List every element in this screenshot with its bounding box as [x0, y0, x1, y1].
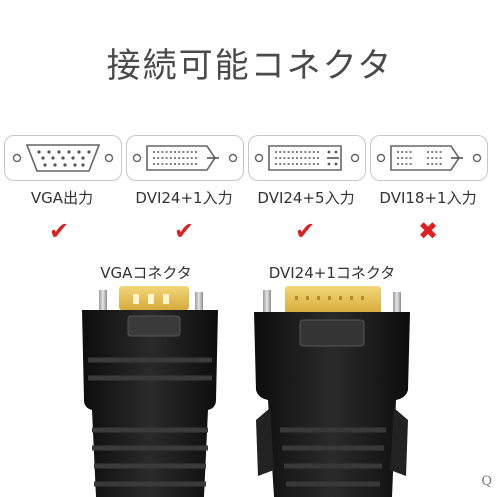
port-label-dvi-24-5: DVI24+5入力	[257, 189, 355, 207]
dvi-connector-plug	[254, 286, 410, 497]
dvi-24-5-port-icon	[248, 135, 366, 181]
dvi-connector-label: DVI24+1コネクタ	[268, 264, 396, 282]
port-label-dvi-18-1: DVI18+1入力	[379, 189, 477, 207]
port-compatibility-row: VGA出力 ✔ DVI24+1入力 ✔	[0, 135, 500, 245]
vga-port-icon	[4, 135, 122, 181]
watermark: Q	[481, 474, 492, 489]
cross-icon: ✖	[417, 217, 439, 245]
check-icon: ✔	[48, 217, 70, 245]
port-label-dvi-24-1: DVI24+1入力	[135, 189, 233, 207]
check-icon: ✔	[173, 217, 195, 245]
connector-photo	[82, 286, 410, 497]
vga-connector-label: VGAコネクタ	[100, 264, 192, 282]
port-label-vga: VGA出力	[30, 189, 94, 207]
dvi-18-1-port-icon	[370, 135, 488, 181]
page-title: 接続可能コネクタ	[106, 46, 394, 86]
vga-connector-plug	[82, 286, 218, 497]
check-icon: ✔	[294, 217, 316, 245]
dvi-24-1-port-icon	[126, 135, 244, 181]
